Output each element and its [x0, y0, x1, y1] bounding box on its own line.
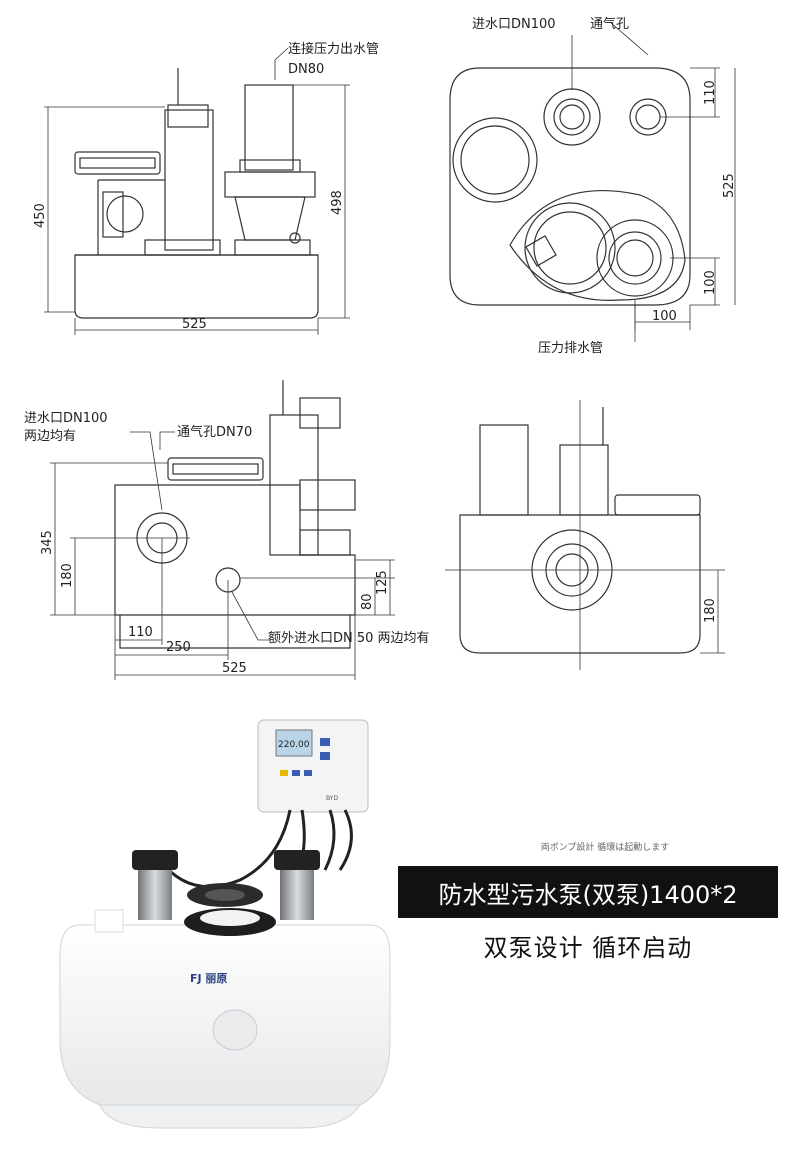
front-width-525: 525 — [182, 317, 207, 332]
top-dim-525: 525 — [722, 173, 737, 198]
top-dim-110: 110 — [703, 80, 718, 105]
front-outlet-label-line1: 连接压力出水管 — [288, 41, 379, 57]
controller-label: BYD — [326, 795, 338, 802]
front-view-svg: 连接压力出水管 DN80 450 498 525 — [33, 41, 379, 335]
top-discharge-label: 压力排水管 — [538, 341, 603, 356]
controller-box — [257, 719, 369, 813]
side-extra-inlet-label: 额外进水口DN 50 两边均有 — [268, 631, 430, 646]
end-dim-180: 180 — [703, 598, 718, 623]
controller-display: 220.00 — [278, 740, 310, 750]
product-svg: 220.00 BYD FJ 丽原 — [59, 719, 391, 1129]
side-dim-525: 525 — [222, 661, 247, 676]
top-inlet-label: 进水口DN100 — [472, 17, 556, 32]
front-outlet-label-line2: DN80 — [288, 62, 324, 77]
side-dim-180: 180 — [60, 563, 75, 588]
front-height-498: 498 — [330, 190, 345, 215]
side-dim-80: 80 — [360, 593, 375, 610]
front-view-drawing: 连接压力出水管 DN80 450 498 525 — [0, 0, 400, 350]
side-dim-345: 345 — [40, 530, 55, 555]
side-dim-250: 250 — [166, 640, 191, 655]
side-view-svg: 进水口DN100 两边均有 通气孔DN70 345 180 110 250 52… — [24, 380, 430, 680]
top-view-drawing: 进水口DN100 通气孔 110 525 100 100 压力排水管 — [400, 0, 790, 370]
side-dim-110: 110 — [128, 625, 153, 640]
top-vent-label: 通气孔 — [590, 16, 629, 32]
side-inlet-label-line1: 进水口DN100 — [24, 411, 108, 426]
small-note: 両ポンプ設計 循環は起動します — [540, 843, 670, 853]
top-dim-100-bottom: 100 — [652, 309, 677, 324]
end-view-drawing: 180 — [440, 395, 790, 685]
side-dim-125: 125 — [375, 570, 390, 595]
top-view-svg: 进水口DN100 通气孔 110 525 100 100 压力排水管 — [449, 16, 737, 356]
top-dim-100-right: 100 — [703, 270, 718, 295]
front-height-450: 450 — [33, 203, 48, 228]
side-inlet-label-line2: 两边均有 — [24, 429, 76, 444]
product-subtitle: 双泵设计 循环启动 — [483, 934, 693, 962]
brand-logo: FJ 丽原 — [190, 972, 227, 985]
end-view-svg: 180 — [445, 400, 725, 670]
side-view-drawing: 进水口DN100 两边均有 通气孔DN70 345 180 110 250 52… — [0, 370, 450, 690]
side-vent-label: 通气孔DN70 — [177, 424, 252, 440]
product-title-banner: 防水型污水泵(双泵)1400*2 — [398, 866, 778, 918]
product-title: 防水型污水泵(双泵)1400*2 — [438, 880, 738, 909]
product-illustration: 220.00 BYD FJ 丽原 — [40, 710, 420, 1160]
